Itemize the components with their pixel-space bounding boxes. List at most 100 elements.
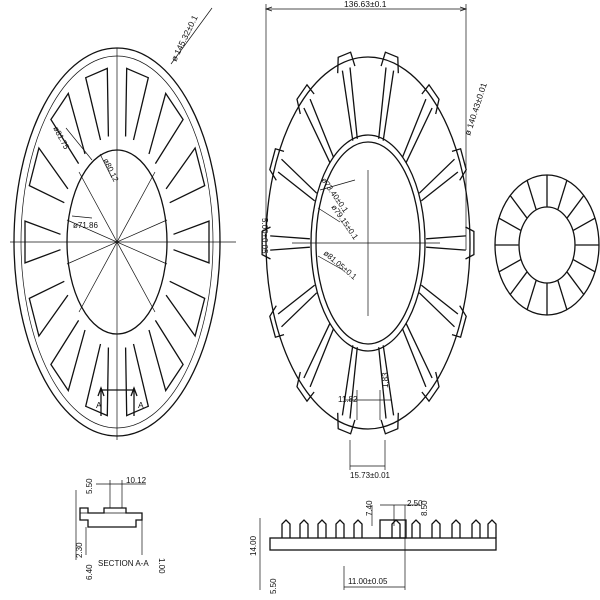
spoke-foot	[380, 51, 399, 74]
iso-blade	[573, 259, 596, 273]
dim-width-1182: 11.82	[338, 395, 358, 404]
spoke-line	[420, 284, 459, 315]
iso-blade	[498, 259, 521, 273]
side-teeth-group	[281, 519, 497, 539]
rear-leaders	[317, 179, 356, 271]
spoke-foot	[380, 412, 399, 435]
width-dimension	[264, 4, 468, 250]
iso-bore	[518, 206, 576, 284]
spoke-foot	[465, 226, 475, 260]
dim-section-230: 2.30	[75, 542, 84, 558]
side-view: 7.40 2.50 8.50 14.00 5.50 11.00±0.05	[249, 499, 497, 594]
stator-slot	[28, 146, 69, 204]
spoke-line	[418, 292, 455, 328]
side-tooth	[281, 519, 291, 538]
spoke-foot	[269, 147, 285, 181]
iso-blade	[573, 217, 596, 231]
spoke-line	[426, 246, 466, 251]
side-tooth	[391, 519, 401, 538]
spoke-line	[270, 235, 310, 240]
spoke-line	[426, 235, 466, 240]
section-aa: 10.12 5.50 2.30 6.40 1.00 SECTION A-A	[75, 476, 166, 580]
dim-section-100: 1.00	[157, 558, 166, 574]
spoke-foot	[421, 83, 440, 115]
dim-side-250: 2.50	[407, 499, 423, 508]
section-caption: SECTION A-A	[98, 559, 149, 568]
dim-section-640: 6.40	[85, 564, 94, 580]
dim-width-1573: 15.73±0.01	[350, 471, 391, 480]
stator-slot	[148, 91, 184, 164]
side-tooth	[431, 519, 441, 538]
side-center-block	[379, 519, 407, 539]
dim-diameter-140: ø 140.43±0.01	[462, 81, 489, 136]
stator-slot	[124, 343, 150, 417]
spoke-line	[303, 322, 331, 379]
section-dims	[75, 480, 146, 560]
spoke-foot	[337, 412, 356, 435]
stator-slot	[50, 91, 86, 164]
stator-slot	[165, 146, 206, 204]
dim-side-550: 5.50	[269, 578, 278, 594]
spoke-line	[303, 107, 331, 164]
section-profile	[79, 507, 143, 528]
dim-diameter-71: ø71.86	[73, 221, 98, 230]
spoke-foot	[269, 305, 285, 339]
iso-blade	[509, 271, 528, 295]
bottom-dimensions	[345, 390, 392, 470]
side-tooth	[353, 519, 363, 538]
section-marks	[97, 386, 138, 416]
stator-slot	[28, 280, 69, 338]
spoke-foot	[296, 83, 315, 115]
side-tooth	[335, 519, 345, 538]
iso-blade	[557, 180, 568, 210]
iso-blade	[557, 280, 568, 310]
iso-blade	[566, 195, 585, 219]
spoke-line	[378, 67, 387, 139]
spoke-line	[309, 98, 335, 158]
dim-diameter-81-rear: ø81.05±0.1	[322, 249, 359, 282]
section-letter-left: A	[96, 400, 102, 410]
spoke-line	[309, 328, 335, 388]
side-tooth	[317, 519, 327, 538]
dim-side-850: 8.50	[420, 500, 429, 516]
side-tooth	[411, 519, 421, 538]
iso-blade	[526, 280, 537, 310]
leader-lines	[65, 7, 213, 219]
spoke-line	[420, 171, 459, 202]
dim-side-1100: 11.00±0.05	[348, 577, 388, 586]
iso-blade	[566, 271, 585, 295]
stator-slot	[148, 320, 184, 393]
spoke-line	[277, 171, 316, 202]
rear-centerlines	[292, 170, 440, 316]
stator-slot	[124, 67, 150, 141]
spoke-foot	[337, 51, 356, 74]
side-base	[269, 537, 497, 551]
rear-view: 136.63±0.1 ø 140.43±0.01 ø73.40±0.1 ø79.…	[260, 0, 489, 480]
iso-blade-group	[495, 175, 599, 315]
spoke-foot	[451, 147, 467, 181]
spoke-group	[261, 51, 475, 435]
spoke-foot	[451, 305, 467, 339]
spoke-line	[405, 322, 433, 379]
spoke-line	[341, 345, 354, 416]
spoke-line	[382, 70, 395, 141]
dim-section-1012: 10.12	[126, 476, 147, 485]
spoke-line	[341, 70, 354, 141]
iso-blade	[498, 217, 521, 231]
centerlines	[10, 48, 236, 440]
dim-five: 5.00±0.05	[260, 218, 269, 254]
side-tooth	[299, 519, 309, 538]
rear-outer-rim	[265, 56, 471, 430]
stator-slot	[84, 67, 110, 141]
dim-side-1400: 14.00	[249, 535, 258, 556]
stator-slot	[84, 343, 110, 417]
spoke-line	[382, 345, 395, 416]
side-tooth	[487, 519, 497, 538]
spoke-line	[418, 158, 455, 194]
section-letter-right: A	[138, 400, 144, 410]
stator-slot	[50, 320, 86, 393]
iso-view	[494, 174, 600, 316]
dim-outer-diameter: ø 145.32±0.1	[169, 13, 200, 63]
